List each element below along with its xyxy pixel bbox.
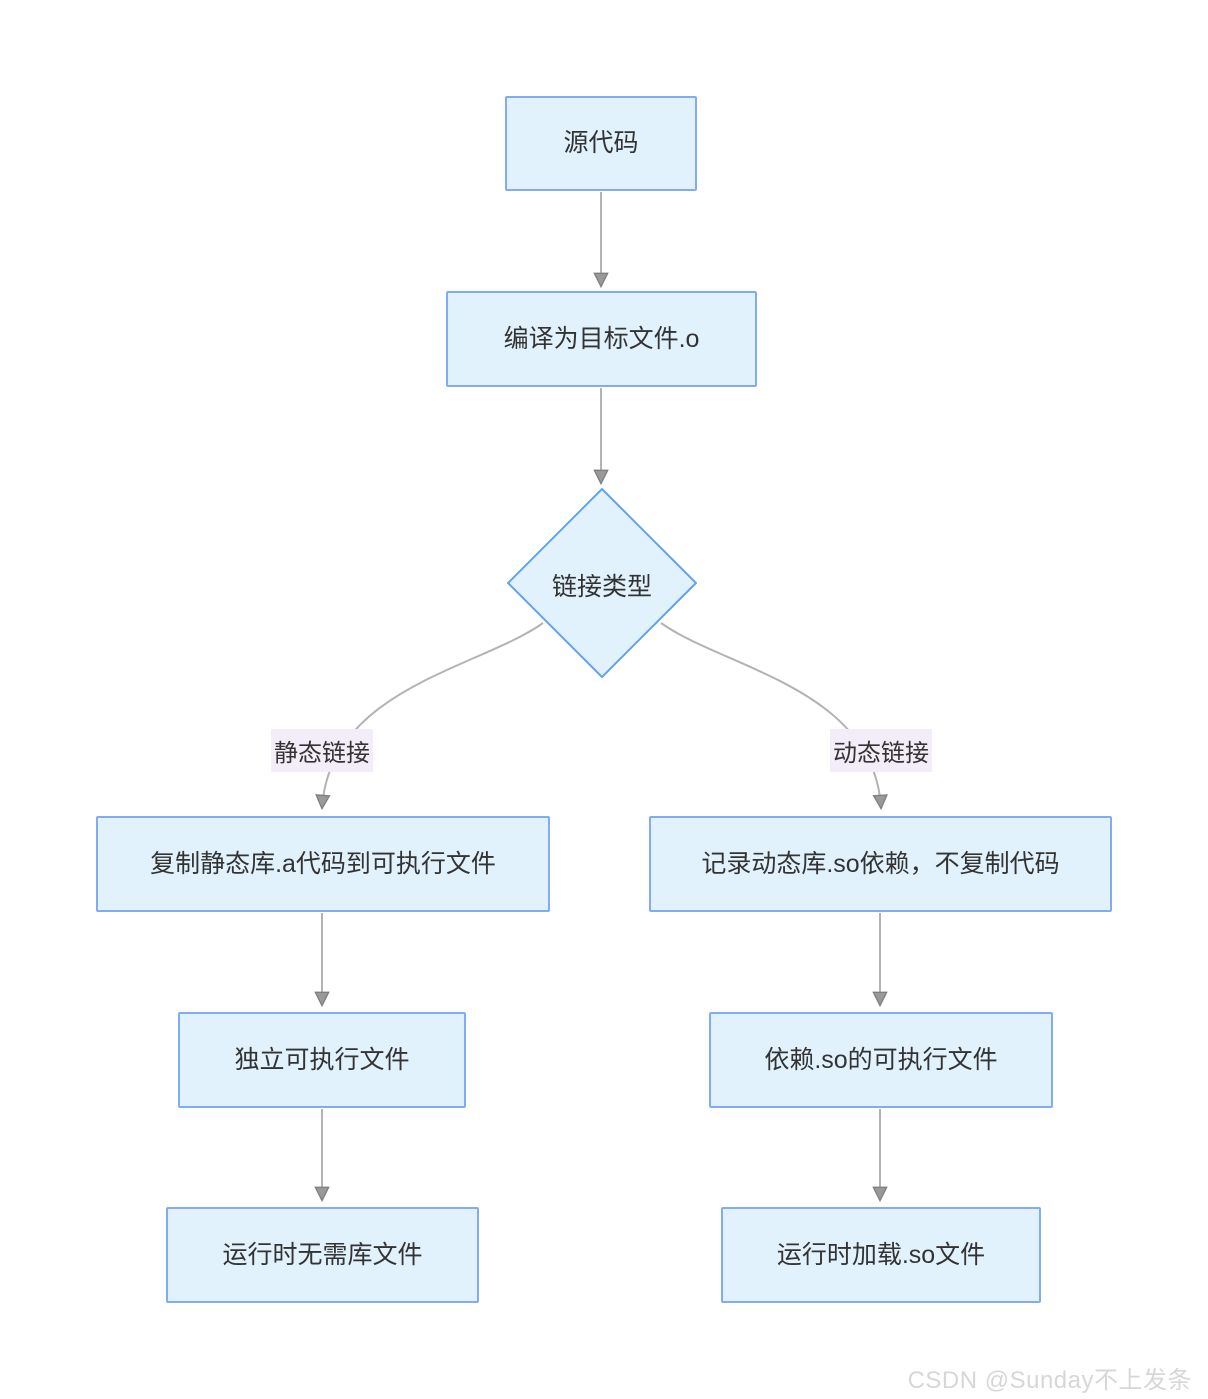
node-record-so-dependency: 记录动态库.so依赖，不复制代码	[649, 816, 1112, 912]
edge-label-dynamic-link-text: 动态链接	[833, 740, 929, 767]
node-source-code: 源代码	[505, 96, 697, 191]
node-compile-object-file: 编译为目标文件.o	[446, 291, 757, 387]
node-compile-object-file-label: 编译为目标文件.o	[503, 324, 700, 353]
node-runtime-no-lib-needed: 运行时无需库文件	[166, 1207, 479, 1303]
edge-linktype-to-dynamicrecord	[660, 622, 881, 808]
node-independent-executable: 独立可执行文件	[178, 1012, 466, 1108]
node-so-dependent-executable-label: 依赖.so的可执行文件	[764, 1045, 998, 1074]
node-so-dependent-executable: 依赖.so的可执行文件	[709, 1012, 1053, 1108]
edge-label-static-link: 静态链接	[271, 729, 373, 772]
csdn-watermark: CSDN @Sunday不上发条	[908, 1360, 1192, 1395]
edge-label-static-link-text: 静态链接	[274, 740, 370, 767]
node-independent-executable-label: 独立可执行文件	[234, 1045, 410, 1074]
node-copy-static-lib-label: 复制静态库.a代码到可执行文件	[150, 849, 496, 878]
node-source-code-label: 源代码	[563, 129, 639, 158]
node-link-type-decision-label: 链接类型	[551, 573, 652, 601]
csdn-watermark-text: CSDN @Sunday不上发条	[907, 1367, 1192, 1394]
node-runtime-load-so: 运行时加载.so文件	[721, 1207, 1041, 1303]
decision-diamond-shape	[507, 488, 697, 678]
edge-linktype-to-staticcopy	[322, 622, 544, 808]
node-link-type-decision: 链接类型	[507, 567, 697, 603]
node-copy-static-lib: 复制静态库.a代码到可执行文件	[96, 816, 550, 912]
node-runtime-no-lib-needed-label: 运行时无需库文件	[222, 1240, 423, 1269]
edge-label-dynamic-link: 动态链接	[830, 729, 932, 772]
node-runtime-load-so-label: 运行时加载.so文件	[776, 1240, 986, 1269]
node-record-so-dependency-label: 记录动态库.so依赖，不复制代码	[701, 849, 1060, 878]
